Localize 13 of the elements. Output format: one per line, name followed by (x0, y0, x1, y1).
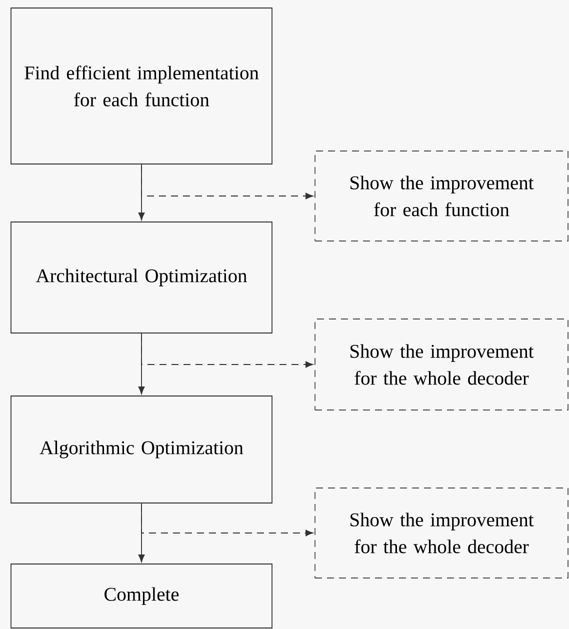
result-box: Show the improvement for the whole decoder (314, 318, 568, 410)
dashed-arrow (141, 504, 314, 536)
dashed-arrow (141, 334, 314, 368)
result-box: Show the improvement for the whole decoder (314, 488, 568, 578)
arrow (138, 333, 145, 394)
arrow (138, 503, 145, 562)
process-box: Complete (10, 564, 272, 628)
dashed-arrow (141, 165, 314, 200)
process-box: Algorithmic Optimization (10, 396, 272, 504)
arrow (138, 164, 145, 220)
result-box: Show the improvement for each function (314, 150, 568, 242)
process-box: Find efficient implementation for each function (10, 8, 272, 164)
process-box: Architectural Optimization (10, 222, 272, 334)
